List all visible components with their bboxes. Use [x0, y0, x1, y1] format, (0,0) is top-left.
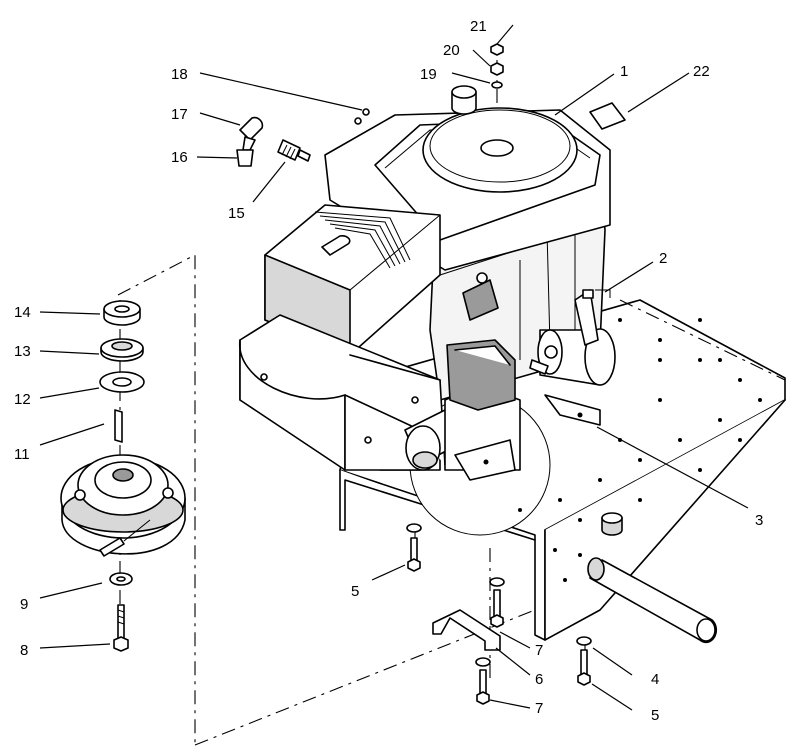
callout-1: 1 [620, 63, 628, 80]
callout-12: 12 [14, 391, 31, 408]
callout-5-lower: 5 [651, 707, 659, 724]
callout-14: 14 [14, 304, 31, 321]
callout-18: 18 [171, 66, 188, 83]
callout-13: 13 [14, 343, 31, 360]
fuel-fittings [236, 108, 370, 167]
handle-bar [587, 557, 718, 644]
callout-7-upper: 7 [535, 642, 543, 659]
callout-19: 19 [420, 66, 437, 83]
callout-3: 3 [755, 512, 763, 529]
leader-lines [39, 24, 749, 711]
callout-11: 11 [14, 446, 30, 463]
callout-2: 2 [659, 250, 667, 267]
lower-fasteners [406, 523, 592, 705]
callout-9: 9 [20, 596, 28, 613]
callout-17: 17 [171, 106, 188, 123]
decal [589, 102, 626, 130]
callout-15: 15 [228, 205, 245, 222]
callout-8: 8 [20, 642, 28, 659]
callout-16: 16 [171, 149, 188, 166]
callout-20: 20 [443, 42, 460, 59]
callout-7-lower: 7 [535, 700, 543, 717]
callout-6: 6 [535, 671, 543, 688]
callout-labels: 21 20 19 18 17 16 15 1 22 2 3 14 13 12 1… [14, 18, 763, 724]
electric-clutch [60, 454, 186, 652]
callout-22: 22 [693, 63, 710, 80]
top-fasteners [490, 43, 504, 89]
callout-21: 21 [470, 18, 487, 35]
callout-4: 4 [651, 671, 659, 688]
engine-assembly [239, 85, 616, 481]
clutch-stack [99, 300, 145, 443]
callout-5-upper: 5 [351, 583, 359, 600]
